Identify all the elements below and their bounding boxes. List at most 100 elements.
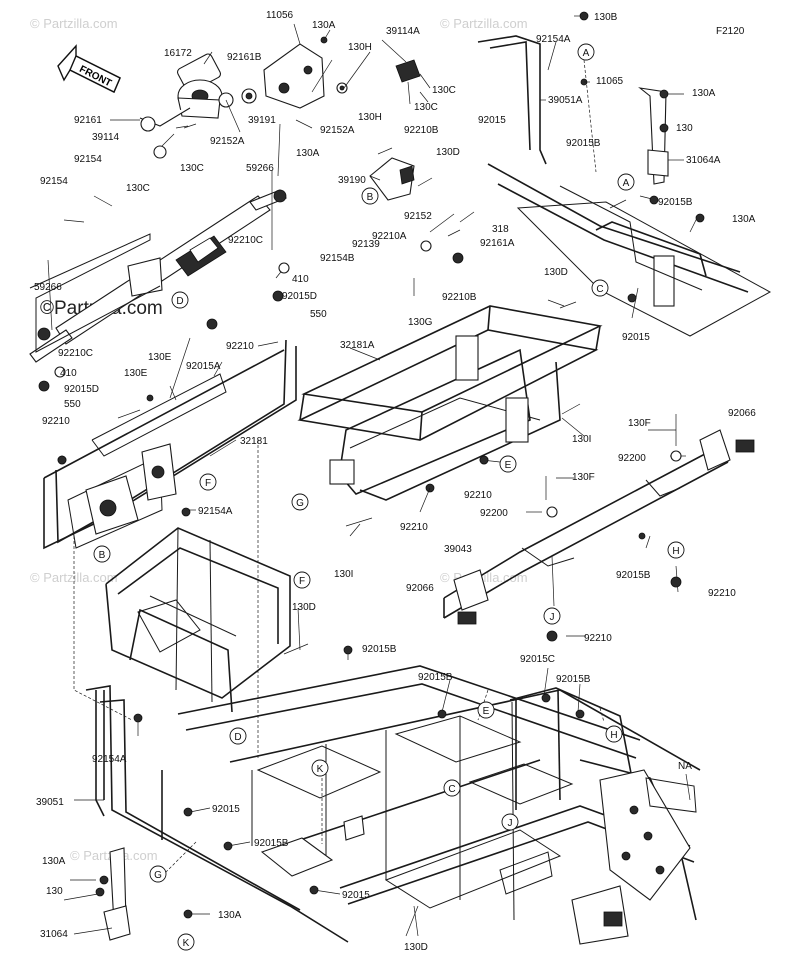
callout-f: F bbox=[199, 473, 217, 491]
part-label-32181: 32181 bbox=[240, 436, 268, 447]
part-label-92015b: 92015B bbox=[362, 644, 397, 655]
part-label-39191: 39191 bbox=[248, 115, 276, 126]
part-label-92154: 92154 bbox=[74, 154, 102, 165]
part-label-16172: 16172 bbox=[164, 48, 192, 59]
svg-text:B: B bbox=[367, 192, 374, 203]
svg-text:E: E bbox=[483, 706, 490, 717]
part-label-130e: 130E bbox=[148, 352, 172, 363]
steering-rack-assembly bbox=[29, 53, 287, 363]
part-label-92154a: 92154A bbox=[92, 754, 127, 765]
part-labels: 11056 130A 39114A 130B 16172 92161B 130H… bbox=[34, 10, 756, 953]
part-label-92161: 92161 bbox=[74, 115, 102, 126]
part-label-130a: 130A bbox=[732, 214, 756, 225]
part-label-na: NA bbox=[678, 761, 692, 772]
callout-j: J bbox=[501, 813, 519, 831]
part-label-130a: 130A bbox=[312, 20, 336, 31]
part-label-410: 410 bbox=[60, 368, 77, 379]
callout-c: C bbox=[591, 279, 609, 297]
part-label-318: 318 bbox=[492, 224, 509, 235]
part-label-92015: 92015 bbox=[478, 115, 506, 126]
part-label-31064a: 31064A bbox=[686, 155, 721, 166]
part-label-550: 550 bbox=[310, 309, 327, 320]
part-label-92200: 92200 bbox=[618, 453, 646, 464]
part-label-92210: 92210 bbox=[226, 341, 254, 352]
svg-text:G: G bbox=[154, 870, 162, 881]
part-label-39043: 39043 bbox=[444, 544, 472, 555]
part-label-92139: 92139 bbox=[352, 239, 380, 250]
callout-e: E bbox=[477, 701, 495, 719]
part-label-130c: 130C bbox=[414, 102, 438, 113]
front-arrow-icon: FRONT bbox=[57, 44, 121, 93]
part-label-92066: 92066 bbox=[728, 408, 756, 419]
svg-text:A: A bbox=[583, 48, 590, 59]
svg-text:F: F bbox=[205, 478, 211, 489]
svg-text:K: K bbox=[317, 764, 324, 775]
callout-e: E bbox=[499, 455, 517, 473]
part-label-130i: 130I bbox=[572, 434, 591, 445]
svg-text:K: K bbox=[183, 938, 190, 949]
part-label-130d: 130D bbox=[292, 602, 316, 613]
part-label-92210c: 92210C bbox=[58, 348, 93, 359]
callout-d: D bbox=[171, 291, 189, 309]
part-label-92152a: 92152A bbox=[210, 136, 245, 147]
part-label-130g: 130G bbox=[408, 317, 433, 328]
svg-text:D: D bbox=[176, 296, 183, 307]
part-label-92210: 92210 bbox=[464, 490, 492, 501]
part-label-39114a: 39114A bbox=[386, 26, 420, 37]
diagram-code: F2120 bbox=[716, 26, 745, 37]
callout-a: A bbox=[577, 43, 595, 61]
callout-k: K bbox=[177, 933, 195, 951]
svg-text:E: E bbox=[505, 460, 512, 471]
part-label-92154b: 92154B bbox=[320, 253, 355, 264]
part-label-130: 130 bbox=[676, 123, 693, 134]
part-label-130f: 130F bbox=[628, 418, 651, 429]
part-label-130d: 130D bbox=[544, 267, 568, 278]
part-label-92210b: 92210B bbox=[442, 292, 477, 303]
front-frame-32181 bbox=[43, 339, 297, 550]
part-label-92210: 92210 bbox=[584, 633, 612, 644]
part-label-130a: 130A bbox=[218, 910, 242, 921]
part-label-39051a: 39051A bbox=[548, 95, 583, 106]
svg-text:J: J bbox=[550, 612, 555, 623]
part-label-92015d: 92015D bbox=[64, 384, 99, 395]
reference-callouts: A A B B C C D D E E F F G G H H J J K K bbox=[93, 43, 685, 951]
callout-f: F bbox=[293, 571, 311, 589]
part-label-130c: 130C bbox=[432, 85, 456, 96]
part-label-130d: 130D bbox=[436, 147, 460, 158]
callout-k: K bbox=[311, 759, 329, 777]
part-label-92200: 92200 bbox=[480, 508, 508, 519]
part-label-92210b: 92210B bbox=[404, 125, 439, 136]
callout-a: A bbox=[617, 173, 635, 191]
callout-d: D bbox=[229, 727, 247, 745]
part-label-130h: 130H bbox=[358, 112, 382, 123]
callout-b: B bbox=[361, 187, 379, 205]
callout-j: J bbox=[543, 607, 561, 625]
part-label-92154: 92154 bbox=[40, 176, 68, 187]
callout-h: H bbox=[667, 541, 685, 559]
part-label-92015b: 92015B bbox=[658, 197, 693, 208]
part-label-130i: 130I bbox=[334, 569, 353, 580]
part-label-39051: 39051 bbox=[36, 797, 64, 808]
svg-text:J: J bbox=[508, 818, 513, 829]
part-label-92210c: 92210C bbox=[228, 235, 263, 246]
callout-h: H bbox=[605, 725, 623, 743]
svg-text:F: F bbox=[299, 576, 305, 587]
part-label-92015b: 92015B bbox=[418, 672, 453, 683]
svg-text:B: B bbox=[99, 550, 106, 561]
svg-text:G: G bbox=[296, 498, 304, 509]
bracket-39190 bbox=[369, 157, 464, 264]
watermark-text: © Partzilla.com bbox=[440, 16, 528, 31]
part-label-92152: 92152 bbox=[404, 211, 432, 222]
part-label-92210a: 92210A bbox=[372, 231, 407, 242]
callout-g: G bbox=[149, 865, 167, 883]
part-label-32181a: 32181A bbox=[340, 340, 375, 351]
part-label-39190: 39190 bbox=[338, 175, 366, 186]
part-label-92161a: 92161A bbox=[480, 238, 515, 249]
callout-c: C bbox=[443, 779, 461, 797]
part-label-92015b: 92015B bbox=[616, 570, 651, 581]
part-label-31064: 31064 bbox=[40, 929, 68, 940]
part-label-11065: 11065 bbox=[596, 76, 624, 87]
svg-text:A: A bbox=[623, 178, 630, 189]
part-label-92161b: 92161B bbox=[227, 52, 262, 63]
